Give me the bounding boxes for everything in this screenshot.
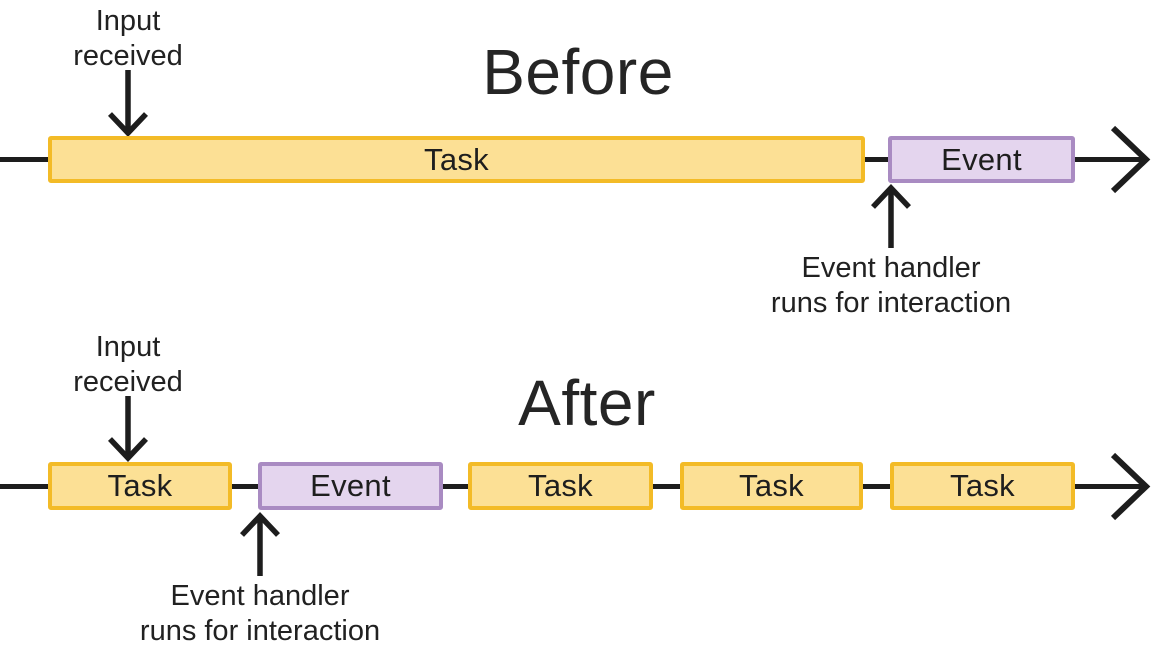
- input-label-line-2: received: [73, 40, 183, 73]
- task-label: Task: [528, 468, 593, 503]
- after-event-bar: Event: [258, 462, 443, 510]
- after-task-bar-4: Task: [890, 462, 1075, 510]
- after-title: After: [518, 367, 656, 439]
- before-task-bar: Task: [48, 136, 865, 183]
- input-label-line-1: Input: [95, 331, 161, 363]
- handler-label-line-2: runs for interaction: [770, 287, 1012, 320]
- after-task-bar-2: Task: [468, 462, 653, 510]
- before-event-bar: Event: [888, 136, 1075, 183]
- handler-label-line-1: Event handler: [170, 580, 350, 612]
- before-handler-arrow-icon: [871, 184, 911, 248]
- before-handler-label: Event handler runs for interaction: [757, 251, 1025, 322]
- before-input-label: Input received: [28, 4, 228, 75]
- after-input-arrow-icon: [108, 396, 148, 462]
- after-input-label: Input received: [28, 330, 228, 401]
- event-label: Event: [310, 468, 391, 503]
- task-label: Task: [424, 141, 489, 177]
- task-label: Task: [107, 468, 173, 503]
- after-handler-arrow-icon: [240, 512, 280, 576]
- handler-label-line-2: runs for interaction: [139, 615, 381, 647]
- handler-label-line-1: Event handler: [801, 252, 981, 284]
- after-handler-label: Event handler runs for interaction: [126, 579, 394, 647]
- task-label: Task: [739, 468, 804, 503]
- event-label: Event: [941, 141, 1022, 177]
- before-input-arrow-icon: [108, 70, 148, 137]
- input-label-line-2: received: [73, 366, 183, 399]
- input-label-line-1: Input: [95, 5, 161, 37]
- task-label: Task: [950, 468, 1015, 503]
- before-title: Before: [482, 36, 674, 108]
- after-task-bar-3: Task: [680, 462, 863, 510]
- after-task-bar-1: Task: [48, 462, 232, 510]
